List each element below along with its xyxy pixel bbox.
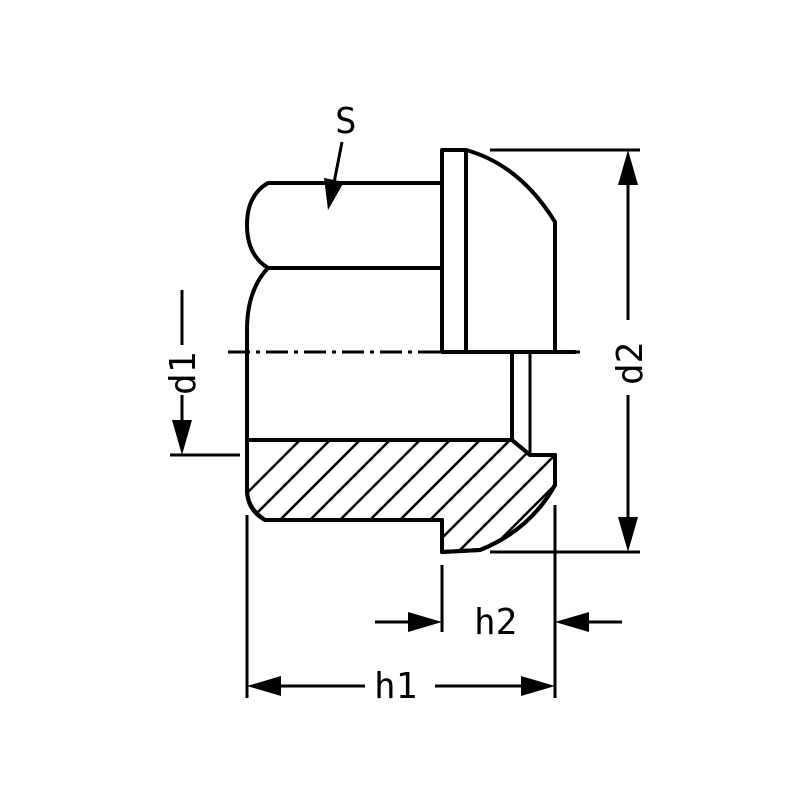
- section-hatching: [247, 440, 555, 552]
- label-d1: d1: [163, 352, 204, 395]
- label-h1: h1: [374, 666, 417, 707]
- dimension-h1: h1: [245, 515, 557, 707]
- label-d2: d2: [610, 342, 651, 385]
- dimension-s: S: [324, 101, 357, 210]
- dimension-h2: h2: [375, 505, 622, 643]
- dimension-d1: d1: [163, 290, 240, 457]
- label-h2: h2: [474, 602, 517, 643]
- flange-crown: [440, 148, 577, 354]
- dimension-d2: d2: [490, 148, 651, 554]
- label-s: S: [335, 101, 357, 142]
